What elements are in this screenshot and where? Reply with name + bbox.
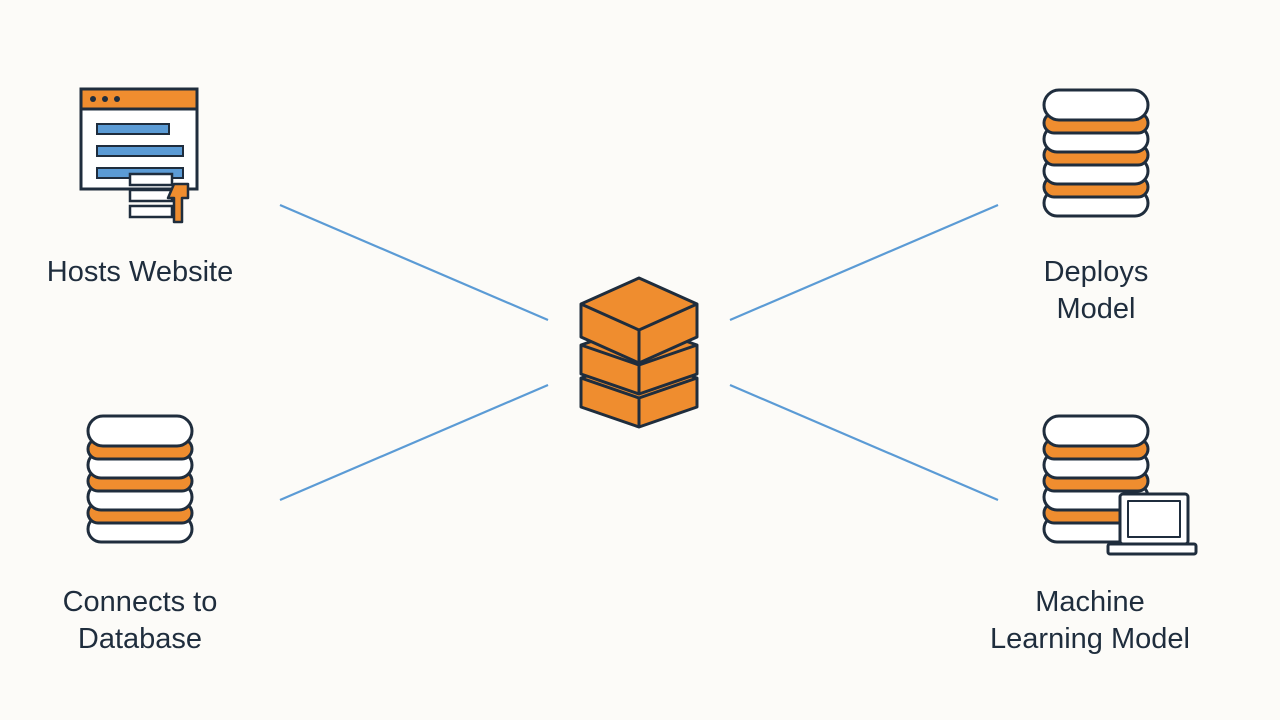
label-ml-model: Machine Learning Model bbox=[990, 586, 1190, 655]
stacked-cubes-icon bbox=[579, 276, 699, 429]
connector-deploys-model bbox=[729, 203, 999, 322]
label-deploys-model: Deploys Model bbox=[1043, 256, 1149, 325]
database-icon bbox=[1042, 88, 1150, 218]
database-laptop-icon bbox=[1042, 414, 1198, 556]
server-stack-icon bbox=[128, 172, 174, 219]
connector-connects-database bbox=[279, 383, 549, 502]
cursor-icon bbox=[166, 182, 190, 224]
connector-ml-model bbox=[729, 383, 999, 502]
browser-window-icon bbox=[79, 87, 199, 224]
label-connects-database: Connects to Database bbox=[62, 586, 218, 655]
label-hosts-website: Hosts Website bbox=[46, 256, 234, 288]
database-icon bbox=[86, 414, 194, 544]
connector-hosts-website bbox=[279, 203, 549, 322]
laptop-icon bbox=[1106, 492, 1198, 556]
